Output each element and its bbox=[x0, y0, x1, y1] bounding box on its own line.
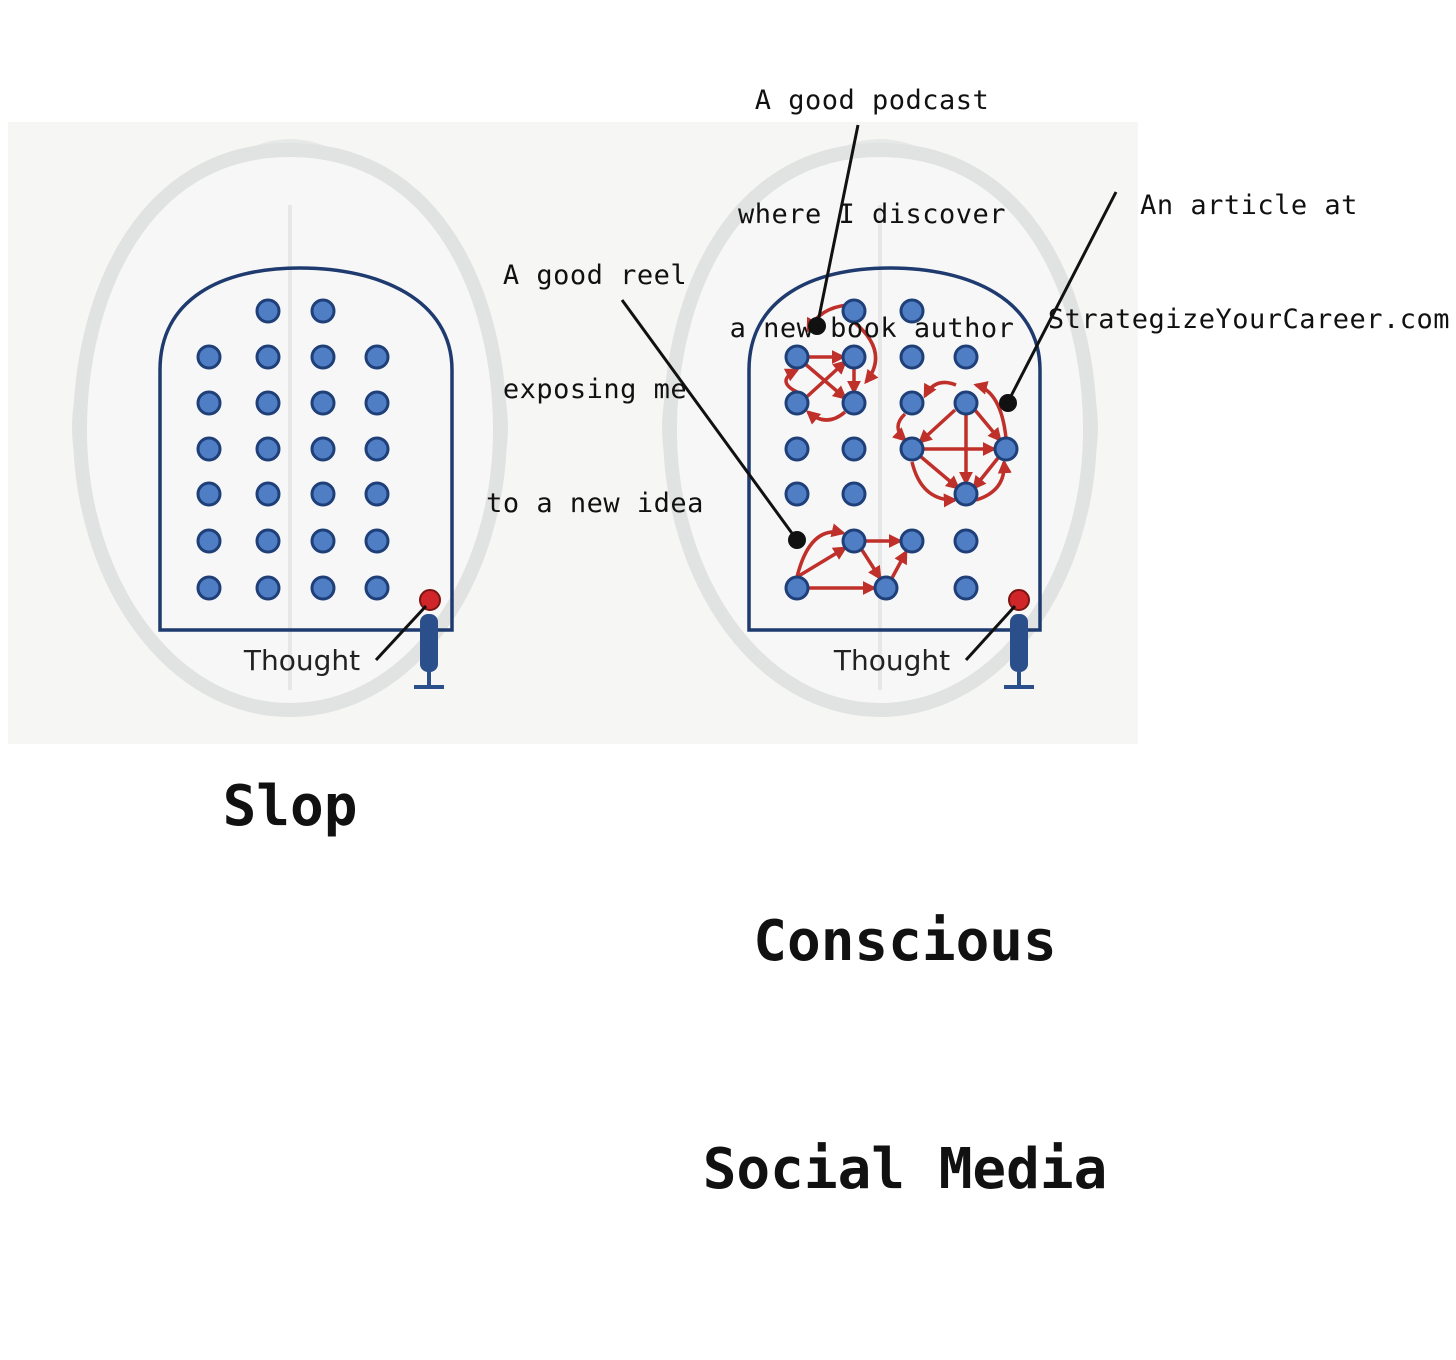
neuron bbox=[786, 577, 808, 599]
neuron bbox=[198, 346, 220, 368]
reel-line-1: A good reel bbox=[470, 257, 720, 295]
right-thought-dot bbox=[1009, 590, 1029, 610]
podcast-line-2: where I discover bbox=[712, 196, 1032, 234]
conscious-caption-line-1: Conscious bbox=[650, 904, 1160, 980]
neuron bbox=[198, 392, 220, 414]
left-thought-label: Thought bbox=[243, 644, 360, 677]
neuron bbox=[366, 577, 388, 599]
article-annotation: An article at StrategizeYourCareer.com bbox=[1044, 111, 1454, 415]
neuron bbox=[955, 483, 977, 505]
neuron bbox=[786, 483, 808, 505]
right-mic-body bbox=[1010, 614, 1028, 672]
neuron bbox=[257, 392, 279, 414]
conscious-caption: Conscious Social Media bbox=[650, 752, 1160, 1360]
neuron bbox=[257, 438, 279, 460]
neuron bbox=[955, 530, 977, 552]
left-mic-body bbox=[420, 614, 438, 672]
neuron bbox=[312, 577, 334, 599]
neuron bbox=[366, 438, 388, 460]
podcast-line-3: a new book author bbox=[712, 310, 1032, 348]
neuron bbox=[901, 438, 923, 460]
left-brain: Thought bbox=[72, 139, 508, 710]
conscious-caption-line-2: Social Media bbox=[650, 1132, 1160, 1208]
neuron bbox=[312, 392, 334, 414]
neuron bbox=[312, 346, 334, 368]
neuron bbox=[257, 483, 279, 505]
neuron bbox=[257, 300, 279, 322]
neuron bbox=[955, 577, 977, 599]
article-line-2: StrategizeYourCareer.com bbox=[1044, 301, 1454, 339]
neuron bbox=[366, 392, 388, 414]
neuron bbox=[366, 483, 388, 505]
neuron bbox=[198, 438, 220, 460]
neuron bbox=[901, 530, 923, 552]
neuron bbox=[312, 300, 334, 322]
neuron bbox=[786, 438, 808, 460]
neuron bbox=[198, 577, 220, 599]
reel-pointer-dot bbox=[788, 531, 806, 549]
neuron bbox=[257, 530, 279, 552]
neuron bbox=[843, 483, 865, 505]
neuron bbox=[995, 438, 1017, 460]
neuron bbox=[875, 577, 897, 599]
neuron bbox=[257, 346, 279, 368]
reel-line-3: to a new idea bbox=[470, 485, 720, 523]
article-line-1: An article at bbox=[1044, 187, 1454, 225]
neuron bbox=[366, 346, 388, 368]
neuron bbox=[843, 530, 865, 552]
neuron bbox=[843, 438, 865, 460]
neuron bbox=[312, 483, 334, 505]
right-thought-label: Thought bbox=[833, 644, 950, 677]
neuron bbox=[198, 530, 220, 552]
podcast-annotation: A good podcast where I discover a new bo… bbox=[712, 6, 1032, 424]
reel-annotation: A good reel exposing me to a new idea bbox=[470, 181, 720, 599]
neuron bbox=[312, 438, 334, 460]
podcast-line-1: A good podcast bbox=[712, 82, 1032, 120]
neuron bbox=[366, 530, 388, 552]
neuron bbox=[198, 483, 220, 505]
left-thought-dot bbox=[420, 590, 440, 610]
reel-line-2: exposing me bbox=[470, 371, 720, 409]
neuron bbox=[257, 577, 279, 599]
neuron bbox=[312, 530, 334, 552]
slop-caption: Slop bbox=[190, 772, 390, 842]
